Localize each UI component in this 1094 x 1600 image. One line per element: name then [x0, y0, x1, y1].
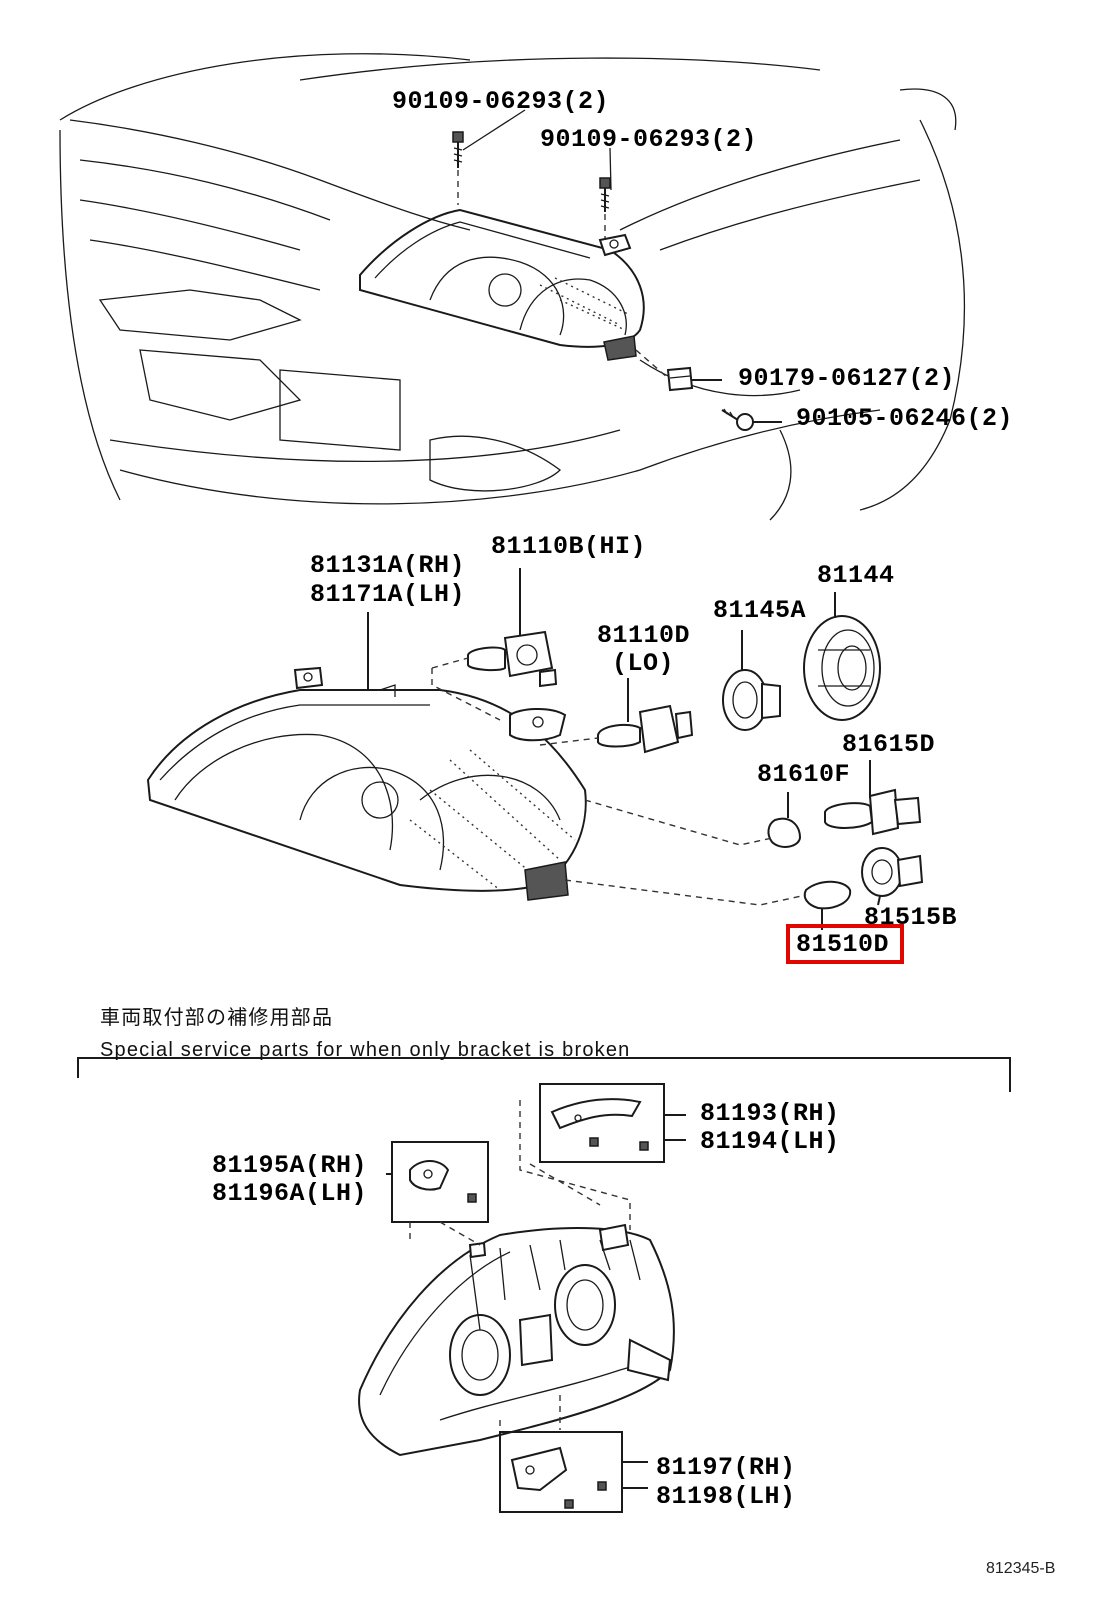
- callout-bolt-2: 90109-06293(2): [540, 125, 758, 154]
- note-english: Special service parts for when only brac…: [100, 1039, 631, 1061]
- callout-bulb-81510d: 81510D: [796, 930, 890, 959]
- clip-nut-icon: [666, 366, 694, 392]
- socket-81145a-icon: [722, 630, 781, 731]
- callout-bulb-lo-number: 81110D: [597, 621, 691, 650]
- hi-beam-bulb-icon: [467, 568, 558, 688]
- callout-bracket-81196a: 81196A(LH): [212, 1179, 368, 1208]
- callout-socket-81145a: 81145A: [713, 596, 807, 625]
- highlight-box-81510d: [786, 924, 904, 964]
- figure-id: 812345-B: [986, 1560, 1056, 1577]
- callout-cover-81144: 81144: [817, 561, 895, 590]
- socket-81515b-icon: [861, 847, 924, 906]
- installed-headlamp: [359, 208, 645, 361]
- callout-screw: 90105-06246(2): [796, 404, 1014, 433]
- callout-bracket-81193: 81193(RH): [700, 1099, 840, 1128]
- callout-bulb-hi: 81110B(HI): [491, 532, 647, 561]
- callout-nut: 90179-06127(2): [738, 364, 956, 393]
- vehicle-front-outline: [59, 53, 966, 521]
- bracket-81195a-81196a-icon: [386, 1141, 489, 1223]
- top-bolt-2-icon: [599, 177, 611, 238]
- top-bolt-1-icon: [452, 131, 464, 205]
- headlamp-rear-view: [358, 1223, 675, 1457]
- cover-81144-icon: [803, 592, 881, 721]
- callout-bulb-81610f: 81610F: [757, 760, 851, 789]
- note-japanese: 車両取付部の補修用部品: [100, 1007, 334, 1029]
- callout-bulb-lo-tag: (LO): [612, 649, 675, 678]
- bracket-81197-81198-icon: [499, 1431, 648, 1513]
- bracket-section-frame: [77, 1057, 1011, 1092]
- callout-bracket-81194: 81194(LH): [700, 1127, 840, 1156]
- bulb-81610f-icon: [767, 792, 802, 848]
- socket-81615d-icon: [824, 760, 922, 836]
- bulb-81510d-icon: [803, 880, 852, 930]
- lo-beam-bulb-icon: [597, 678, 694, 754]
- callout-bolt-1: 90109-06293(2): [392, 87, 610, 116]
- callout-unit-lh: 81171A(LH): [310, 580, 466, 609]
- callout-bracket-81195a: 81195A(RH): [212, 1151, 368, 1180]
- callout-socket-81615d: 81615D: [842, 730, 936, 759]
- callout-bracket-81198: 81198(LH): [656, 1482, 796, 1511]
- callout-bracket-81197: 81197(RH): [656, 1453, 796, 1482]
- bracket-81193-81194-icon: [539, 1083, 686, 1163]
- screw-icon: [721, 408, 754, 431]
- headlamp-unit: [146, 612, 587, 901]
- callout-unit-rh: 81131A(RH): [310, 551, 466, 580]
